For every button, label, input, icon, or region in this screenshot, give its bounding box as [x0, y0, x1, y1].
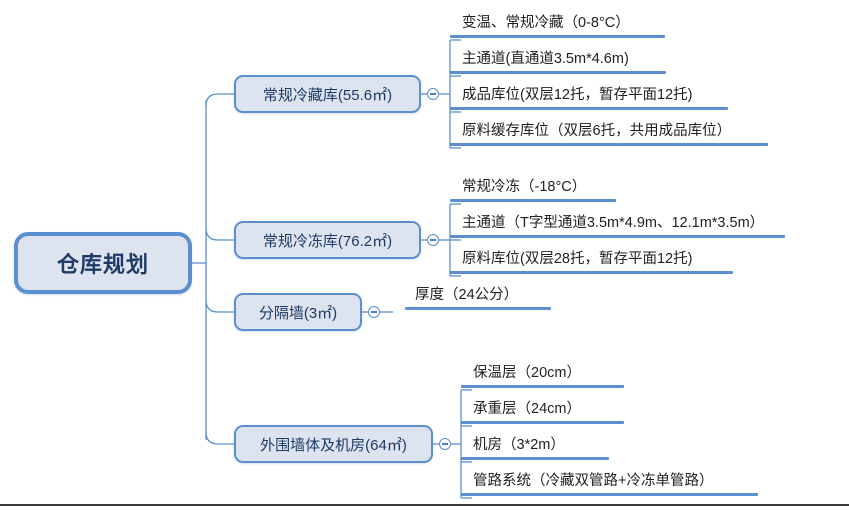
- leaf-label: 常规冷冻（-18°C）: [462, 179, 587, 195]
- leaf-item[interactable]: 原料库位(双层28托，暂存平面12托): [450, 249, 733, 274]
- leaf-label: 管路系统（冷藏双管路+冷冻单管路）: [473, 473, 714, 489]
- leaf-label: 原料缓存库位（双层6托，共用成品库位）: [462, 123, 732, 139]
- collapse-minus-icon-branch-1[interactable]: [427, 88, 439, 100]
- leaf-label: 承重层（24cm）: [473, 401, 581, 417]
- leaf-item[interactable]: 变温、常规冷藏（0-8°C）: [450, 13, 665, 38]
- leaf-item[interactable]: 承重层（24cm）: [461, 399, 624, 424]
- leaf-label: 保温层（20cm）: [473, 365, 581, 381]
- leaf-underline: [461, 457, 609, 460]
- leaf-label: 成品库位(双层12托，暂存平面12托): [462, 87, 693, 103]
- leaf-item[interactable]: 管路系统（冷藏双管路+冷冻单管路）: [461, 471, 758, 496]
- root-node[interactable]: 仓库规划: [14, 232, 192, 294]
- leaf-underline: [450, 35, 665, 38]
- branch-node-label: 常规冷冻库(76.2㎡): [262, 232, 393, 250]
- leaf-label: 厚度（24公分）: [415, 287, 519, 303]
- leaf-label: 主通道(直通道3.5m*4.6m): [462, 51, 629, 67]
- leaf-item[interactable]: 厚度（24公分）: [393, 285, 551, 310]
- leaf-underline: [450, 107, 728, 110]
- wire-root-branch-2: [205, 227, 234, 241]
- leaf-underline: [461, 493, 758, 496]
- leaf-item[interactable]: 主通道（T字型通道3.5m*4.9m、12.1m*3.5m）: [450, 213, 785, 238]
- bottom-divider: [0, 504, 849, 506]
- wire-root-branch-4: [205, 431, 234, 445]
- branch-node-cold-storage[interactable]: 常规冷藏库(55.6㎡): [234, 75, 421, 113]
- collapse-minus-icon-branch-2[interactable]: [427, 234, 439, 246]
- leaf-item[interactable]: 保温层（20cm）: [461, 363, 624, 388]
- root-node-label: 仓库规划: [56, 252, 149, 277]
- leaf-item[interactable]: 原料缓存库位（双层6托，共用成品库位）: [450, 121, 768, 146]
- leaf-label: 变温、常规冷藏（0-8°C）: [462, 15, 630, 31]
- branch-node-partition-wall[interactable]: 分隔墙(3㎡): [234, 293, 362, 331]
- leaf-label: 主通道（T字型通道3.5m*4.9m、12.1m*3.5m）: [462, 215, 765, 231]
- branch-node-freezer[interactable]: 常规冷冻库(76.2㎡): [234, 221, 421, 259]
- leaf-underline: [450, 71, 666, 74]
- branch-node-label: 外围墙体及机房(64㎡): [260, 436, 407, 454]
- leaf-underline: [405, 307, 551, 310]
- leaf-underline: [450, 271, 733, 274]
- leaf-item[interactable]: 主通道(直通道3.5m*4.6m): [450, 49, 666, 74]
- leaf-item[interactable]: 机房（3*2m）: [461, 435, 609, 460]
- branch-node-label: 分隔墙(3㎡): [258, 304, 338, 322]
- branch-node-label: 常规冷藏库(55.6㎡): [262, 86, 393, 104]
- leaf-label: 原料库位(双层28托，暂存平面12托): [462, 251, 693, 267]
- leaf-underline: [450, 143, 768, 146]
- leaf-item[interactable]: 成品库位(双层12托，暂存平面12托): [450, 85, 728, 110]
- wire-root-branch-3: [205, 299, 234, 313]
- branch-node-outer-wall-machine-room[interactable]: 外围墙体及机房(64㎡): [234, 425, 433, 463]
- leaf-underline: [450, 235, 785, 238]
- leaf-underline: [461, 385, 624, 388]
- leaf-label: 机房（3*2m）: [473, 437, 565, 453]
- leaf-underline: [461, 421, 624, 424]
- wire-root-branch-1: [205, 93, 234, 107]
- collapse-minus-icon-branch-3[interactable]: [368, 306, 380, 318]
- leaf-underline: [450, 199, 616, 202]
- collapse-minus-icon-branch-4[interactable]: [439, 438, 451, 450]
- leaf-item[interactable]: 常规冷冻（-18°C）: [450, 177, 616, 202]
